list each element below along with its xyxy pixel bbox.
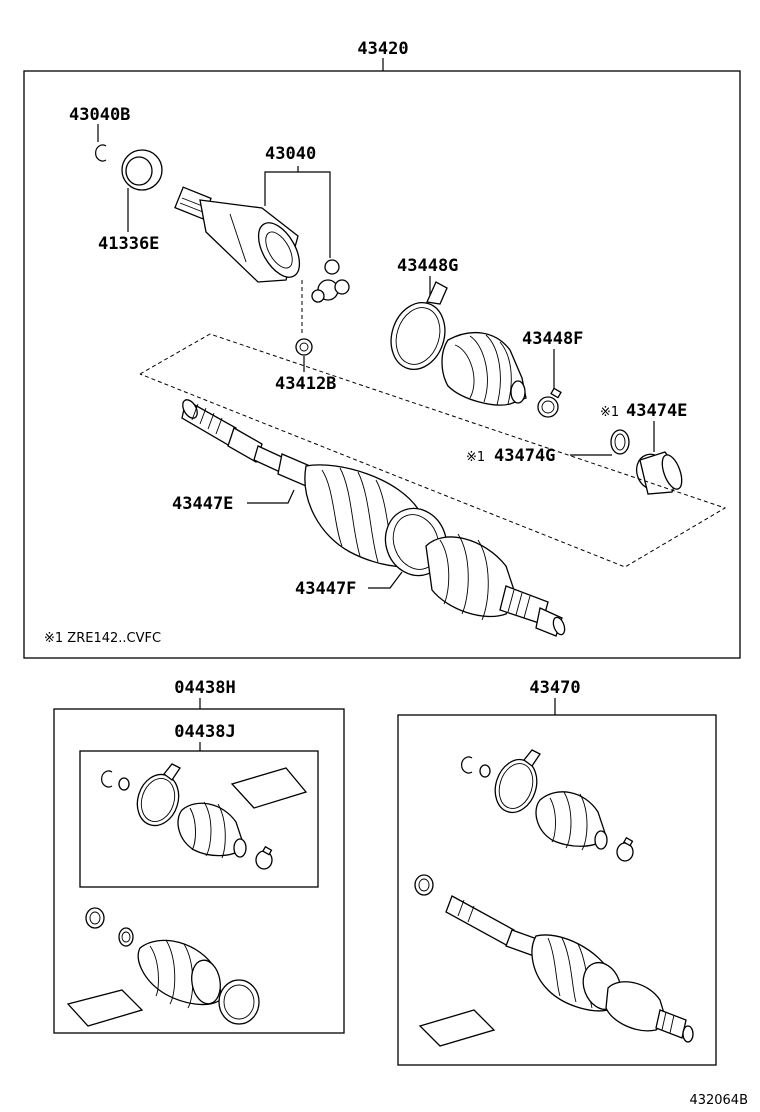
kit-h-frame bbox=[53, 708, 345, 1034]
subassembly-outline bbox=[139, 333, 727, 568]
label-43447f[interactable]: 43447F bbox=[295, 579, 356, 599]
kit-43470-parts-icon bbox=[414, 749, 694, 1047]
assembly-frame bbox=[23, 70, 741, 659]
label-43412b[interactable]: 43412B bbox=[275, 374, 336, 394]
label-43040[interactable]: 43040 bbox=[265, 144, 316, 164]
label-41336e[interactable]: 41336E bbox=[98, 234, 159, 254]
label-04438j[interactable]: 04438J bbox=[174, 722, 235, 742]
oil-seal-icon bbox=[121, 149, 163, 191]
inboard-joint-housing-icon bbox=[174, 186, 301, 283]
snap-ring-icon bbox=[95, 144, 107, 162]
label-43448f[interactable]: 43448F bbox=[522, 329, 583, 349]
damper-ring-icon bbox=[610, 429, 630, 455]
label-43447e[interactable]: 43447E bbox=[172, 494, 233, 514]
label-43474g[interactable]: 43474G bbox=[494, 446, 555, 466]
label-04438h[interactable]: 04438H bbox=[174, 678, 235, 698]
kit-j-frame bbox=[79, 750, 319, 888]
note-marker-1: ※1 bbox=[600, 405, 619, 420]
label-43420[interactable]: 43420 bbox=[357, 39, 408, 59]
kit-j-parts-icon bbox=[101, 763, 308, 870]
ring-icon bbox=[295, 338, 313, 356]
dynamic-damper-icon bbox=[635, 451, 683, 495]
kit-43470-frame bbox=[397, 714, 717, 1066]
kit-h-parts-icon bbox=[66, 907, 260, 1027]
footnote-text: ※1 ZRE142..CVFC bbox=[44, 631, 161, 646]
boot-clamp-small-icon bbox=[537, 387, 562, 418]
outboard-joint-icon bbox=[425, 533, 566, 637]
tripod-spider-icon bbox=[311, 259, 350, 303]
note-marker-2: ※1 bbox=[466, 450, 485, 465]
drive-shaft-icon bbox=[181, 399, 311, 487]
label-43040b[interactable]: 43040B bbox=[69, 105, 130, 125]
inboard-boot-icon bbox=[441, 331, 527, 406]
label-43474e[interactable]: 43474E bbox=[626, 401, 687, 421]
label-43448g[interactable]: 43448G bbox=[397, 256, 458, 276]
figure-number: 432064B bbox=[689, 1093, 748, 1108]
label-43470[interactable]: 43470 bbox=[529, 678, 580, 698]
boot-clamp-large-icon bbox=[390, 281, 448, 370]
